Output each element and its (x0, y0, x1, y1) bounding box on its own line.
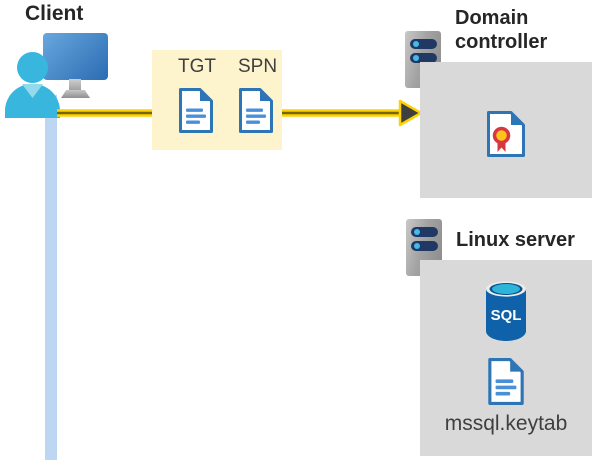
server-slot (409, 39, 437, 49)
client-timeline-bar (45, 95, 57, 460)
client-person-icon (17, 52, 48, 83)
server-slot-light (412, 55, 419, 61)
keytab-file-label: mssql.keytab (444, 412, 568, 435)
server-slot (409, 53, 437, 63)
server-slot (410, 227, 438, 237)
certificate-icon (487, 111, 525, 157)
server-slot-light (413, 229, 420, 235)
domain-controller-label: Domain controller (455, 7, 548, 53)
sql-database-icon: SQL (486, 281, 526, 341)
server-slot-light (413, 243, 420, 249)
spn-label: SPN (238, 56, 278, 77)
server-slot-light (412, 41, 419, 47)
client-monitor-icon (43, 33, 108, 80)
linux-server-label: Linux server (456, 229, 575, 251)
sql-label: SQL (491, 307, 522, 324)
server-slot (410, 241, 438, 251)
linux-server-box: SQL mssql.keytab (420, 260, 592, 456)
ticket-box: TGT SPN (152, 50, 282, 150)
tgt-document-icon (179, 88, 213, 133)
domain-controller-box (420, 62, 592, 198)
monitor-stand-base (61, 90, 90, 98)
keytab-document-icon (488, 358, 524, 405)
arrowhead-icon (398, 99, 423, 127)
spn-document-icon (239, 88, 273, 133)
tgt-label: TGT (178, 56, 216, 77)
monitor-stand-neck (69, 79, 81, 92)
client-label: Client (25, 2, 84, 25)
